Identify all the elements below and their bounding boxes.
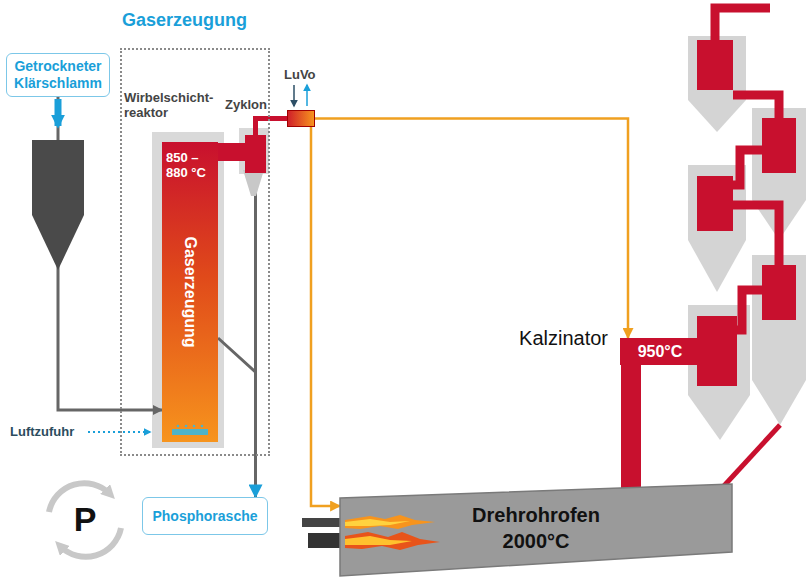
cyclone-cone bbox=[243, 170, 264, 196]
burner-flame bbox=[345, 515, 435, 529]
reactor-column: Wirbelschicht-reaktor850 – 880 °CGaserze… bbox=[162, 142, 218, 442]
process-group: GaserzeugungWirbelschicht-reaktor850 – 8… bbox=[120, 48, 270, 456]
cyclone: Zyklon bbox=[245, 135, 266, 173]
cyclone-body bbox=[697, 40, 733, 90]
node-label: Drehrohrofen bbox=[472, 502, 600, 528]
node-text: 2000°C bbox=[503, 528, 570, 554]
burner-flame bbox=[345, 536, 412, 545]
air-label: Luftzufuhr bbox=[10, 424, 74, 440]
output-box: Phosphorasche bbox=[142, 497, 268, 535]
gas-pipe bbox=[737, 290, 762, 330]
gas-pipe bbox=[733, 95, 779, 118]
node-label: Gaserzeugung bbox=[122, 10, 247, 31]
gas-pipe bbox=[733, 205, 779, 265]
rotary-kiln: Drehrohrofen2000°C bbox=[340, 482, 732, 578]
gas-pipe bbox=[733, 150, 762, 185]
meal-pipe bbox=[722, 425, 780, 488]
burner-flame bbox=[345, 532, 440, 550]
fuel-gas-line bbox=[311, 127, 340, 506]
gas-pipe bbox=[715, 8, 770, 40]
node-label: Wirbelschicht-reaktor bbox=[124, 90, 234, 120]
fuel-gas-line bbox=[315, 119, 628, 339]
preheater-cyclone bbox=[688, 36, 746, 132]
sludge-silo bbox=[32, 140, 84, 270]
gas-pipe bbox=[218, 143, 245, 161]
feed-arrow bbox=[55, 99, 62, 126]
air-out-arrow bbox=[306, 85, 308, 106]
air-nozzle bbox=[193, 425, 196, 428]
cyclone-body bbox=[762, 118, 796, 173]
cyclone-body bbox=[697, 176, 733, 231]
gas-pipe bbox=[256, 119, 288, 136]
air-arrow bbox=[88, 431, 150, 433]
air-nozzle bbox=[201, 425, 204, 428]
node-text: 950°C bbox=[638, 343, 683, 361]
node-label: Zyklon bbox=[225, 97, 267, 112]
node-label: Kalzinator bbox=[519, 326, 620, 350]
air-nozzle bbox=[185, 425, 188, 428]
cyclone-body bbox=[697, 316, 737, 386]
node-text: Gaserzeugung bbox=[181, 236, 199, 347]
return-line bbox=[218, 173, 256, 372]
node-label: LuVo bbox=[284, 67, 316, 82]
preheater-tower bbox=[688, 8, 806, 488]
air-in-arrow bbox=[293, 85, 295, 106]
air-distributor bbox=[172, 429, 208, 435]
ash-line bbox=[254, 173, 257, 497]
phosphorus-symbol: P bbox=[65, 499, 105, 539]
input-box: Getrockneter Klärschlamm bbox=[6, 53, 110, 97]
node-text: 850 – 880 °C bbox=[166, 150, 214, 180]
cyclone-body bbox=[762, 265, 796, 320]
air-nozzle bbox=[177, 425, 180, 428]
calciner: Kalzinator950°C bbox=[620, 338, 700, 365]
burner-flame bbox=[345, 519, 410, 526]
node-label: Getrockneter Klärschlamm bbox=[10, 58, 106, 92]
preheater-cyclone bbox=[752, 255, 806, 425]
kiln-shell bbox=[340, 484, 732, 576]
air-preheater: LuVo bbox=[287, 110, 315, 127]
node-label: Phosphorasche bbox=[152, 508, 257, 525]
reactor-casing bbox=[152, 132, 224, 448]
riser-duct bbox=[621, 365, 641, 488]
